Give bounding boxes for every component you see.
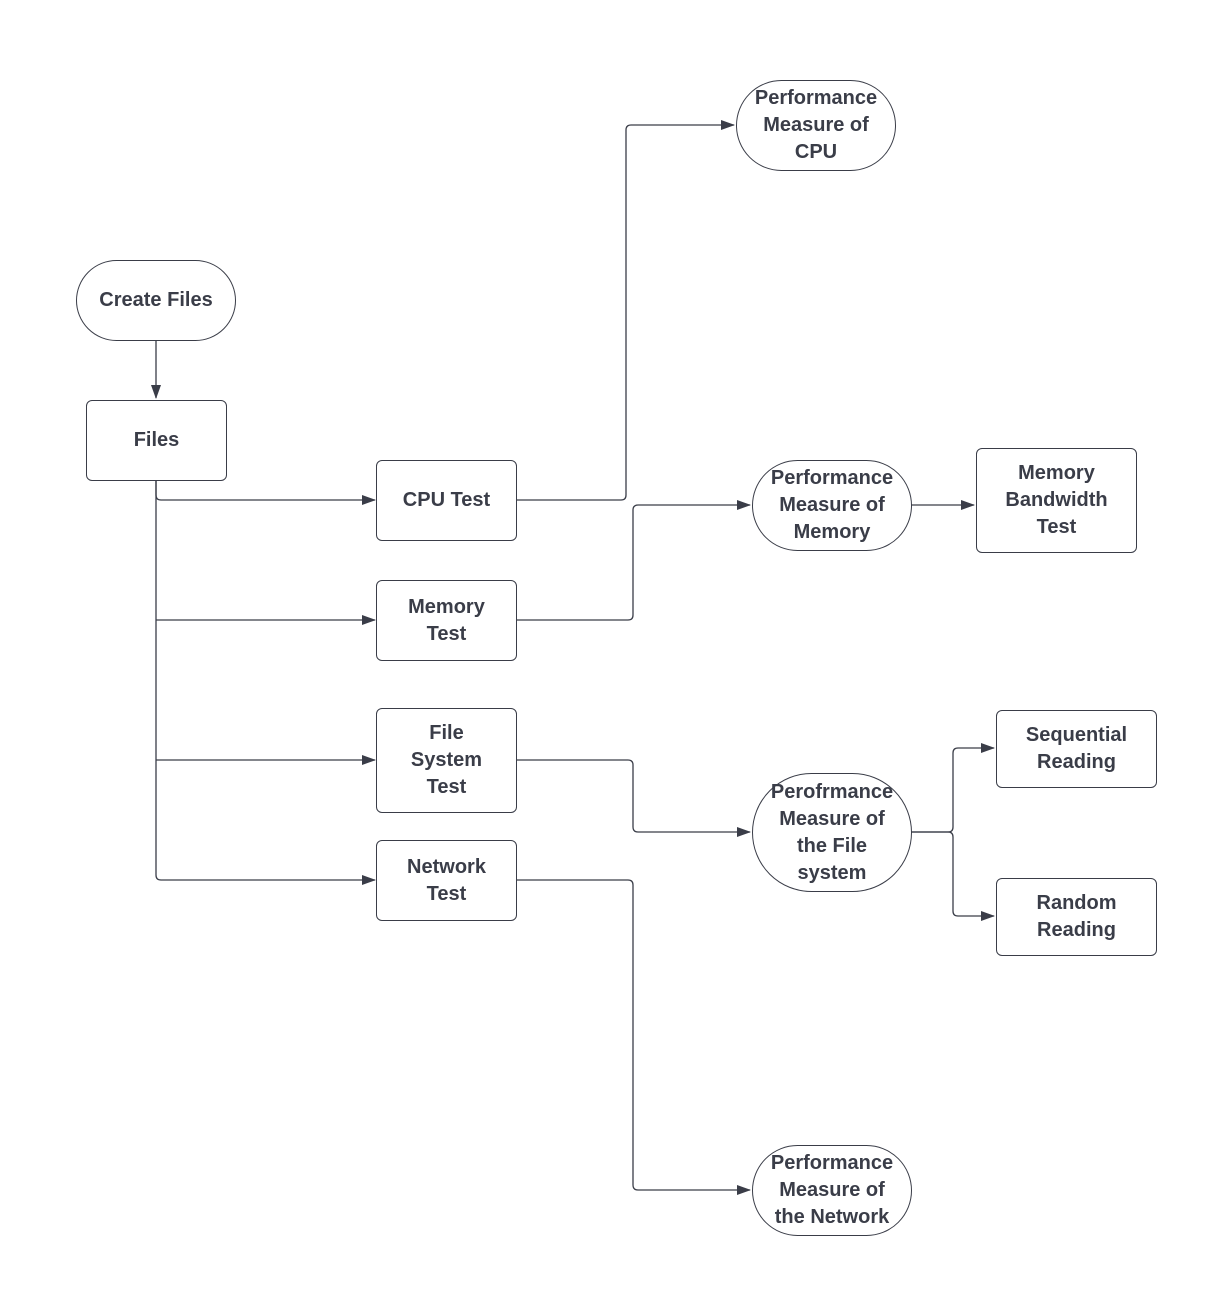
perf-network-node: Performance Measure of the Network (752, 1145, 912, 1236)
edge-perf-file-system-to-random-reading (911, 831, 995, 921)
create-files-node: Create Files (76, 260, 236, 341)
edge-files-to-cpu-test (155, 481, 376, 505)
memory-bandwidth-test-node: Memory Bandwidth Test (976, 448, 1137, 553)
sequential-reading-node: Sequential Reading (996, 710, 1157, 788)
memory-test-node: Memory Test (376, 580, 517, 661)
edge-files-trunk (155, 481, 376, 885)
perf-cpu-node: Performance Measure of CPU (736, 80, 896, 171)
edge-file-system-test-to-perf-file-system (517, 759, 751, 837)
random-reading-node: Random Reading (996, 878, 1157, 956)
file-system-test-node: File System Test (376, 708, 517, 813)
perf-file-system-node: Perofrmance Measure of the File system (752, 773, 912, 892)
edge-perf-file-system-to-sequential-reading (911, 743, 995, 833)
perf-memory-node: Performance Measure of Memory (752, 460, 912, 551)
cpu-test-node: CPU Test (376, 460, 517, 541)
edge-memory-test-to-perf-memory (517, 500, 751, 621)
network-test-node: Network Test (376, 840, 517, 921)
edge-network-test-to-perf-network (517, 879, 751, 1195)
files-node: Files (86, 400, 227, 481)
edge-cpu-test-to-perf-cpu (517, 120, 735, 501)
